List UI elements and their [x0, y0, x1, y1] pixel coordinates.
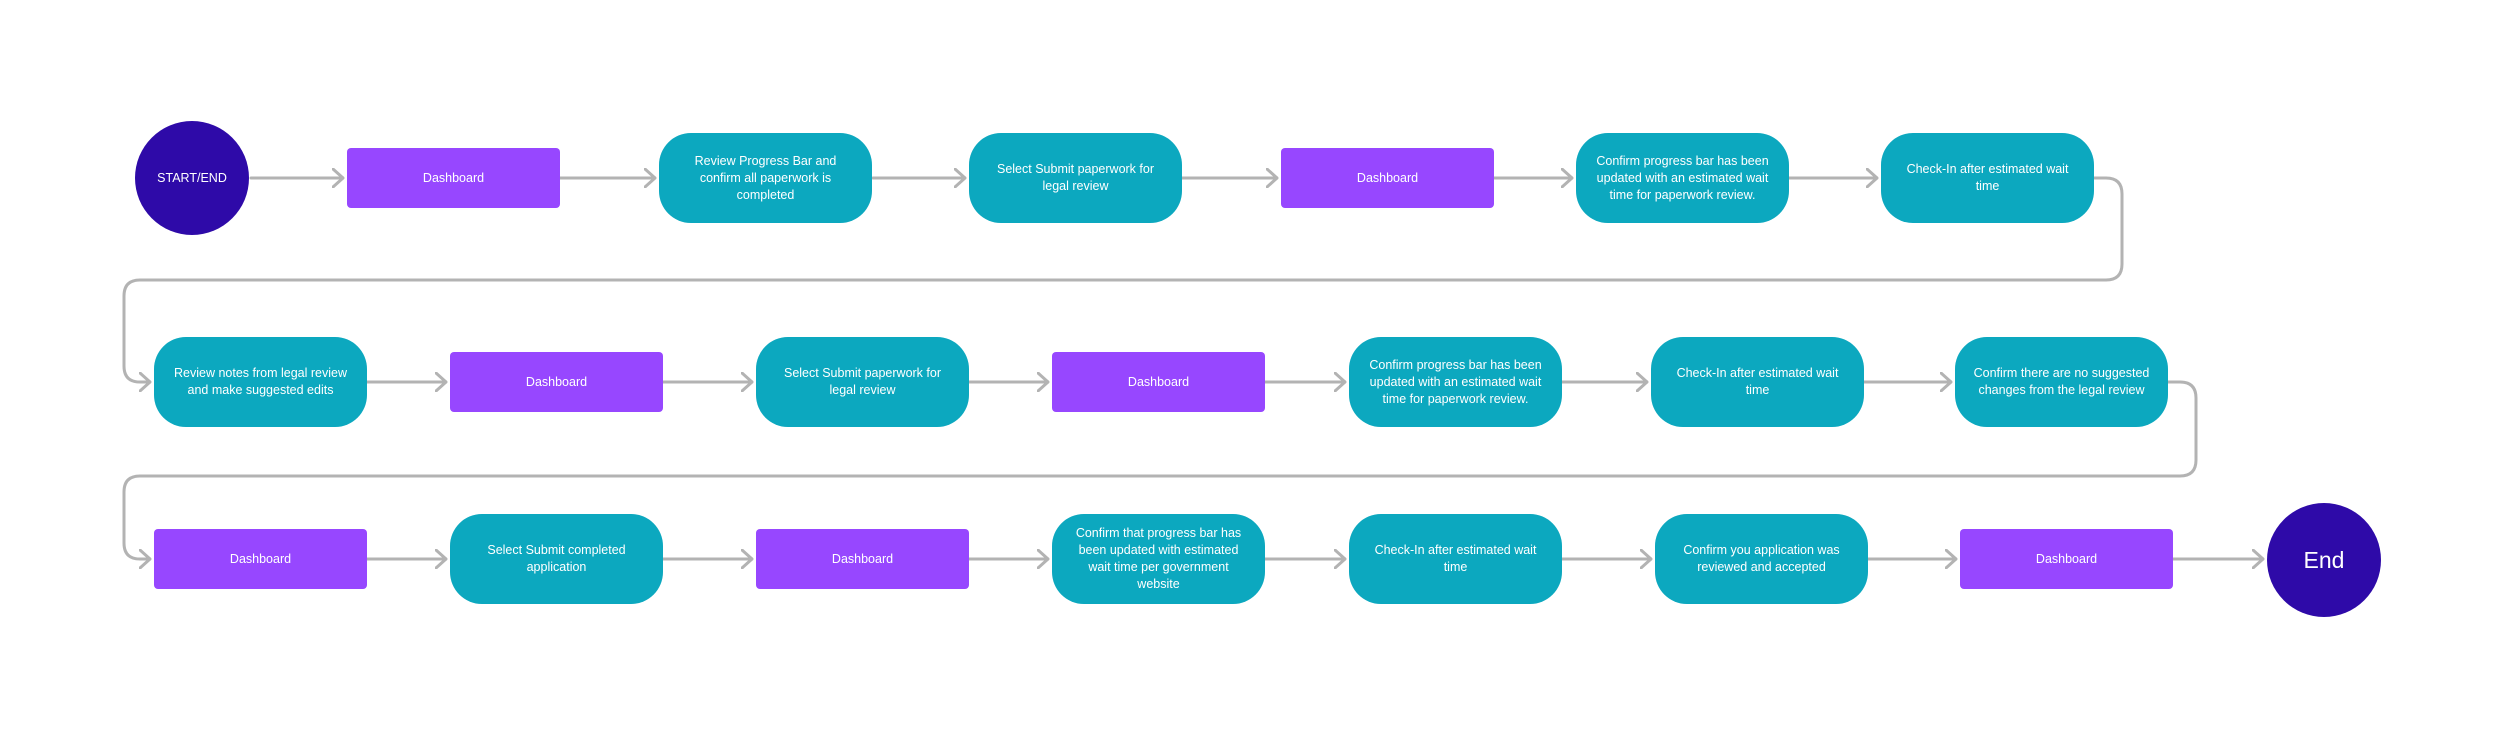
step-confirm-accepted: Confirm you application was reviewed and… [1655, 514, 1868, 604]
step-dashboard-4: Dashboard [1052, 352, 1265, 412]
step-confirm-progress-2: Confirm progress bar has been updated wi… [1349, 337, 1562, 427]
step-dashboard-2: Dashboard [1281, 148, 1494, 208]
step-check-in-2: Check-In after estimated wait time [1651, 337, 1864, 427]
connector-wrap-arrow [122, 380, 2198, 559]
step-submit-completed-application: Select Submit completed application [450, 514, 663, 604]
step-check-in-3: Check-In after estimated wait time [1349, 514, 1562, 604]
step-confirm-government-wait: Confirm that progress bar has been updat… [1052, 514, 1265, 604]
start-end-node: START/END [135, 121, 249, 235]
step-review-legal-notes: Review notes from legal review and make … [154, 337, 367, 427]
step-submit-legal-review-2: Select Submit paperwork for legal review [756, 337, 969, 427]
step-dashboard-1: Dashboard [347, 148, 560, 208]
end-node: End [2267, 503, 2381, 617]
step-confirm-progress-1: Confirm progress bar has been updated wi… [1576, 133, 1789, 223]
step-review-progress-bar: Review Progress Bar and confirm all pape… [659, 133, 872, 223]
step-dashboard-6: Dashboard [756, 529, 969, 589]
step-dashboard-7: Dashboard [1960, 529, 2173, 589]
step-submit-legal-review-1: Select Submit paperwork for legal review [969, 133, 1182, 223]
step-dashboard-5: Dashboard [154, 529, 367, 589]
step-check-in-1: Check-In after estimated wait time [1881, 133, 2094, 223]
step-dashboard-3: Dashboard [450, 352, 663, 412]
step-confirm-no-changes: Confirm there are no suggested changes f… [1955, 337, 2168, 427]
connector-wrap-arrow [122, 176, 2124, 382]
